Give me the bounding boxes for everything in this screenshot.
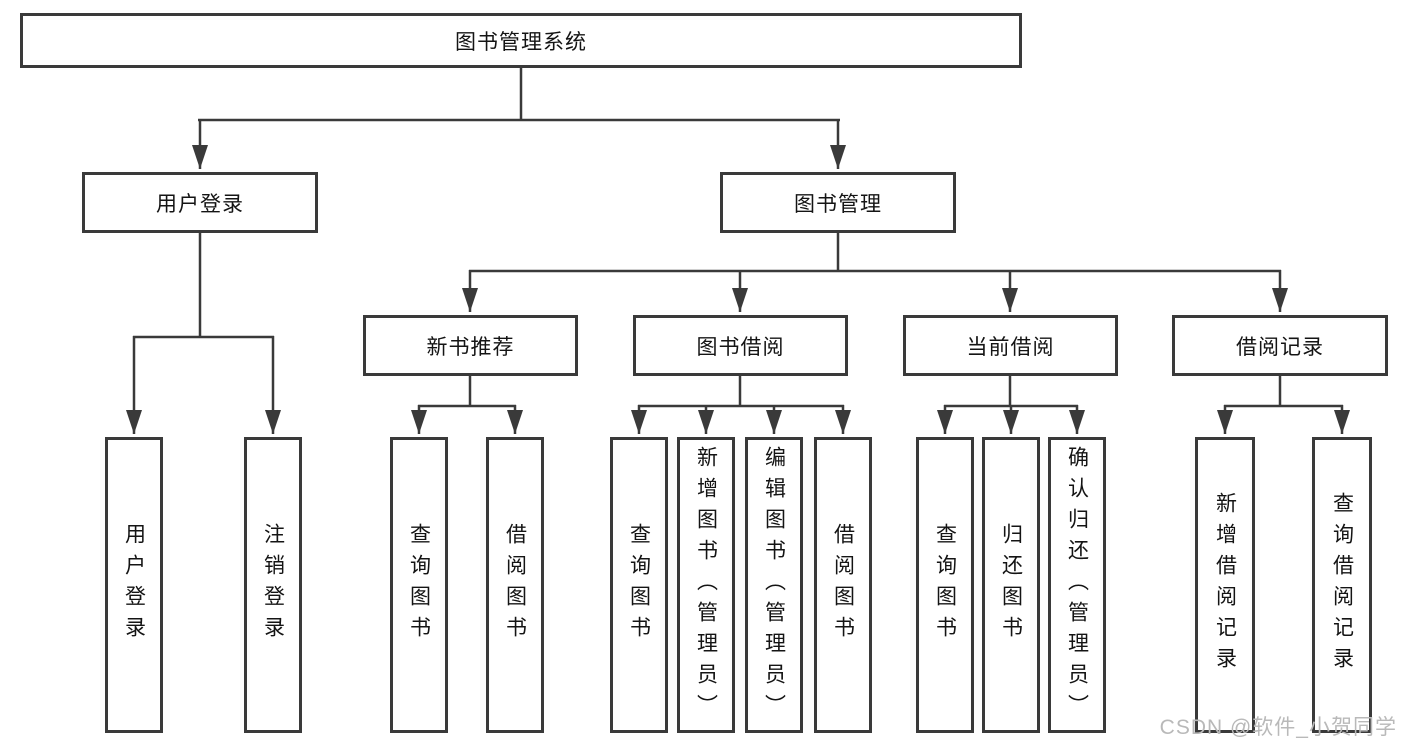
node-label: 新增借阅记录	[1213, 492, 1237, 678]
node-label: 查询图书	[933, 523, 957, 647]
leaf-edit-books-admin: 编辑图书（管理员）	[745, 437, 803, 733]
node-new-book-recommend: 新书推荐	[363, 315, 578, 376]
node-label: 当前借阅	[966, 335, 1055, 359]
node-label: 确认归还（管理员）	[1065, 445, 1089, 725]
leaf-user-login: 用户登录	[105, 437, 163, 733]
node-user-login: 用户登录	[82, 172, 318, 233]
leaf-confirm-return-admin: 确认归还（管理员）	[1048, 437, 1106, 733]
node-label: 编辑图书（管理员）	[762, 445, 786, 725]
node-label: 图书管理	[794, 192, 882, 216]
connector-new-book-children	[411, 375, 523, 434]
node-label: 用户登录	[122, 523, 146, 647]
leaf-query-books-borrow: 查询图书	[610, 437, 668, 733]
connector-book-borrow-children	[631, 375, 851, 434]
node-label: 查询借阅记录	[1330, 492, 1354, 678]
leaf-logout: 注销登录	[244, 437, 302, 733]
leaf-query-borrow-record: 查询借阅记录	[1312, 437, 1372, 733]
node-label: 新增图书（管理员）	[694, 445, 718, 725]
leaf-query-books-current: 查询图书	[916, 437, 974, 733]
csdn-watermark: CSDN @软件_小贺同学	[1159, 716, 1397, 739]
connector-current-borrow-children	[937, 375, 1085, 434]
node-library-management-system: 图书管理系统	[20, 13, 1022, 68]
node-label: 图书借阅	[696, 335, 785, 359]
leaf-return-books: 归还图书	[982, 437, 1040, 733]
connector-borrow-record-children	[1217, 375, 1350, 434]
leaf-add-borrow-record: 新增借阅记录	[1195, 437, 1255, 733]
node-book-management: 图书管理	[720, 172, 956, 233]
leaf-add-books-admin: 新增图书（管理员）	[677, 437, 735, 733]
node-label: 新书推荐	[426, 335, 515, 359]
node-label: 借阅记录	[1236, 335, 1324, 359]
node-label: 借阅图书	[503, 523, 527, 647]
node-label: 注销登录	[261, 523, 285, 647]
node-book-borrow: 图书借阅	[633, 315, 848, 376]
connector-root-to-level2	[192, 68, 846, 169]
node-label: 归还图书	[999, 523, 1023, 647]
leaf-query-books-recommend: 查询图书	[390, 437, 448, 733]
leaf-borrow-books: 借阅图书	[814, 437, 872, 733]
node-label: 借阅图书	[831, 523, 855, 647]
node-current-borrow: 当前借阅	[903, 315, 1118, 376]
node-borrow-records: 借阅记录	[1172, 315, 1388, 376]
connector-book-management-children	[462, 232, 1288, 312]
node-label: 用户登录	[156, 192, 244, 216]
node-label: 查询图书	[627, 523, 651, 647]
connector-user-login-children	[126, 232, 281, 434]
leaf-borrow-books-recommend: 借阅图书	[486, 437, 544, 733]
node-label: 图书管理系统	[455, 30, 587, 54]
node-label: 查询图书	[407, 523, 431, 647]
